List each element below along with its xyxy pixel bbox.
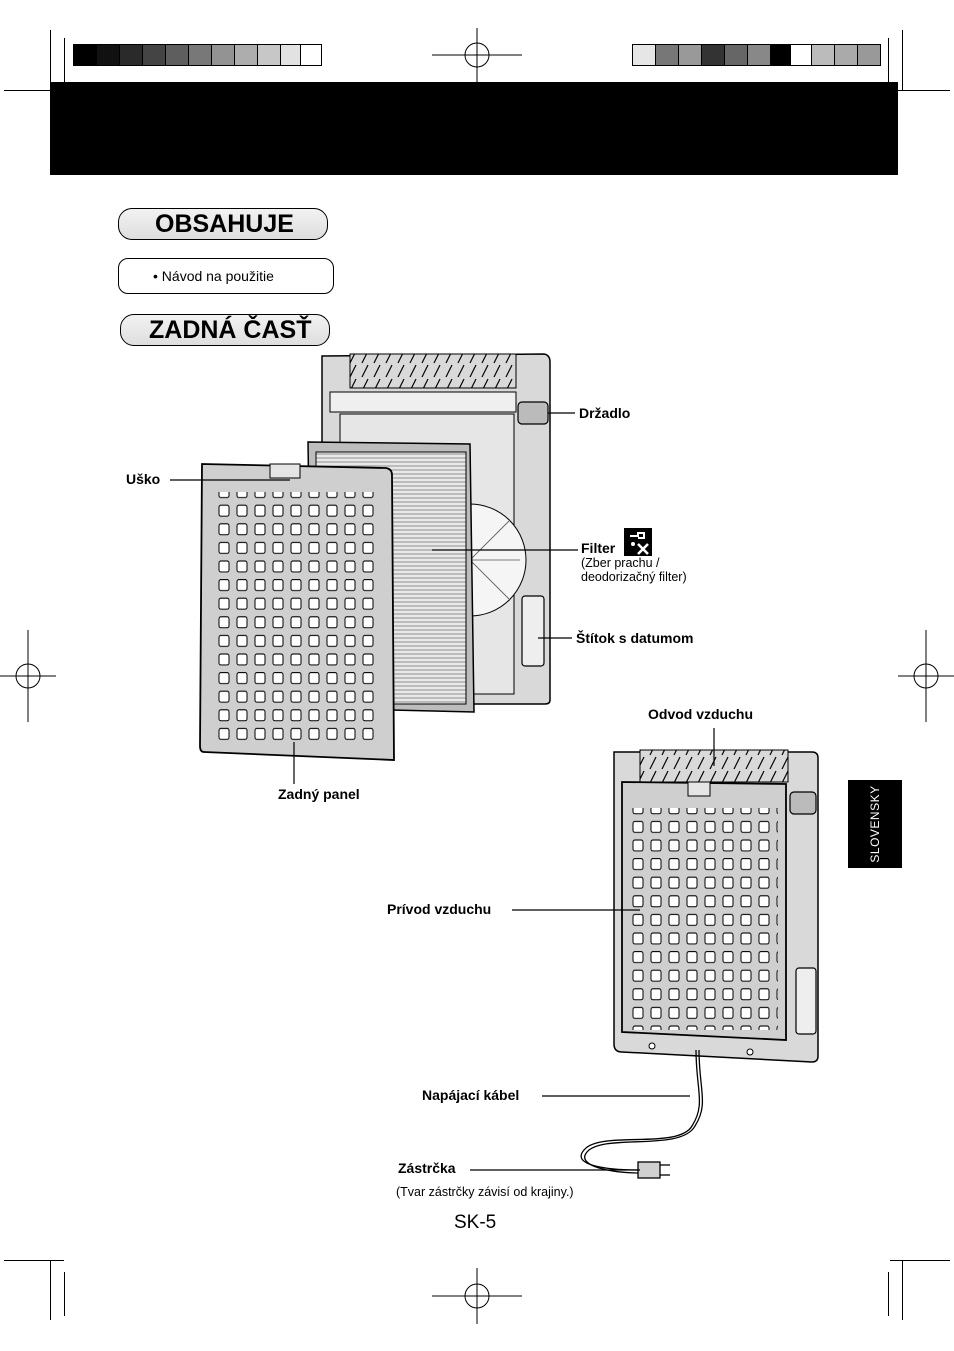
leader-lines [170,412,715,1171]
language-tab: SLOVENSKY [848,780,902,868]
label-rear-panel: Zadný panel [278,786,360,802]
wash-filter-icon [624,528,652,556]
label-filter: Filter [581,540,616,556]
rear-panel [199,463,395,761]
section-title-contents: OBSAHUJE [118,208,328,240]
contents-list: • Návod na použitie [118,258,334,294]
label-air-outlet: Odvod vzduchu [648,706,753,722]
label-tab: Uško [126,471,161,487]
label-date-label: Štítok s datumom [576,630,694,646]
assembled-unit [613,749,819,1063]
label-plug: Zástrčka [398,1160,456,1176]
contents-item: • Návod na použitie [153,268,274,284]
filter-note-1: (Zber prachu / [581,556,660,570]
language-label: SLOVENSKY [868,785,882,863]
label-handle: Držadlo [579,405,631,421]
power-cord [580,1049,704,1179]
label-power-cord: Napájací kábel [422,1087,520,1103]
section-title-rear: ZADNÁ ČASŤ [120,314,330,346]
contents-title: OBSAHUJE [155,210,294,238]
label-air-inlet: Prívod vzduchu [387,901,492,917]
page-number: SK-5 [454,1212,497,1233]
filter-note-2: deodorizačný filter) [581,570,687,584]
plug-note: (Tvar zástrčky závisí od krajiny.) [396,1185,574,1199]
header-band [50,82,898,175]
rear-title: ZADNÁ ČASŤ [149,316,312,344]
